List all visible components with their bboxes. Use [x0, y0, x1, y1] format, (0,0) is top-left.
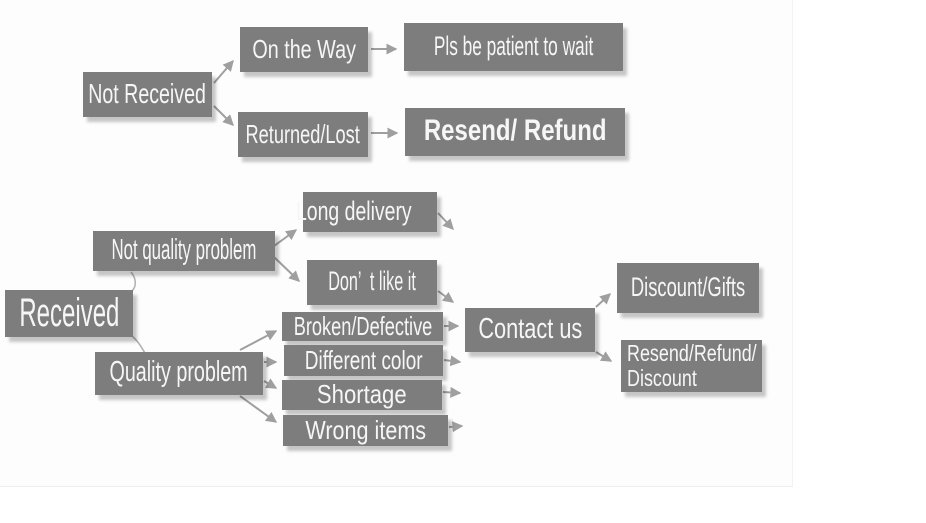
node-label: Resend/Refund/ Discount: [621, 341, 793, 391]
node-label: Wrong items: [305, 414, 426, 445]
edge-quality-to-shortage: [263, 378, 278, 389]
edge-contact-us-to-resend-refund-discount: [595, 351, 613, 362]
edge-different-color-to-contact-us: [443, 355, 462, 367]
node-dont-like-it: Don’ t like it: [307, 260, 437, 305]
edge-dont-like-to-contact-us: [437, 290, 455, 303]
node-label-line1: Resend/Refund/: [627, 340, 757, 366]
node-label: Contact us: [478, 312, 582, 345]
node-label: Broken/Defective: [293, 310, 432, 341]
edge-not-received-to-on-the-way: [213, 59, 234, 84]
node-pls-be-patient: Pls be patient to wait: [404, 23, 623, 71]
node-label: Quality problem: [109, 356, 249, 388]
node-wrong-items: Wrong items: [283, 415, 448, 446]
node-label: Received: [18, 290, 120, 335]
node-not-received: Not Received: [83, 72, 212, 117]
node-label: Not Received: [88, 77, 207, 109]
node-resend-refund-discount: Resend/Refund/ Discount: [621, 340, 762, 392]
edge-not-received-to-returned-lost: [213, 105, 234, 126]
node-quality-problem: Quality problem: [95, 352, 263, 395]
node-label: Returned/Lost: [245, 118, 361, 149]
node-label: Not quality problem: [111, 233, 257, 266]
connector-received-to-quality: [131, 335, 146, 354]
node-resend-refund: Resend/ Refund: [405, 108, 625, 156]
edge-not-quality-to-long-delivery: [273, 229, 298, 247]
node-not-quality-problem: Not quality problem: [93, 231, 275, 271]
edge-shortage-to-contact-us: [442, 386, 462, 398]
node-on-the-way: On the Way: [240, 27, 368, 72]
node-label-line2: Discount: [627, 365, 697, 391]
node-label: Different color: [304, 344, 423, 375]
node-label: On the Way: [252, 33, 356, 64]
node-label: Long delivery: [296, 195, 412, 226]
edge-contact-us-to-discount-gifts: [595, 293, 612, 308]
edge-quality-to-broken: [239, 330, 278, 351]
edge-quality-to-wrong-items: [239, 395, 278, 423]
edge-long-delivery-to-contact-us: [437, 212, 454, 231]
node-shortage: Shortage: [282, 380, 442, 410]
node-received: Received: [5, 290, 133, 337]
node-returned-lost: Returned/Lost: [238, 112, 368, 157]
node-label: Shortage: [317, 379, 407, 409]
node-label: Resend/ Refund: [423, 114, 607, 147]
node-contact-us: Contact us: [465, 308, 595, 352]
node-label: Don’ t like it: [328, 266, 416, 296]
node-long-delivery: Long delivery: [296, 192, 437, 232]
node-discount-gifts: Discount/Gifts: [617, 263, 759, 313]
node-label: Discount/Gifts: [630, 271, 746, 302]
connector-received-to-not-quality: [130, 271, 136, 292]
node-label: Pls be patient to wait: [433, 30, 594, 61]
edge-not-quality-to-dont-like: [273, 256, 300, 282]
node-different-color: Different color: [284, 345, 443, 376]
node-broken-defective: Broken/Defective: [282, 312, 443, 341]
edge-wrong-items-to-contact-us: [448, 421, 464, 433]
